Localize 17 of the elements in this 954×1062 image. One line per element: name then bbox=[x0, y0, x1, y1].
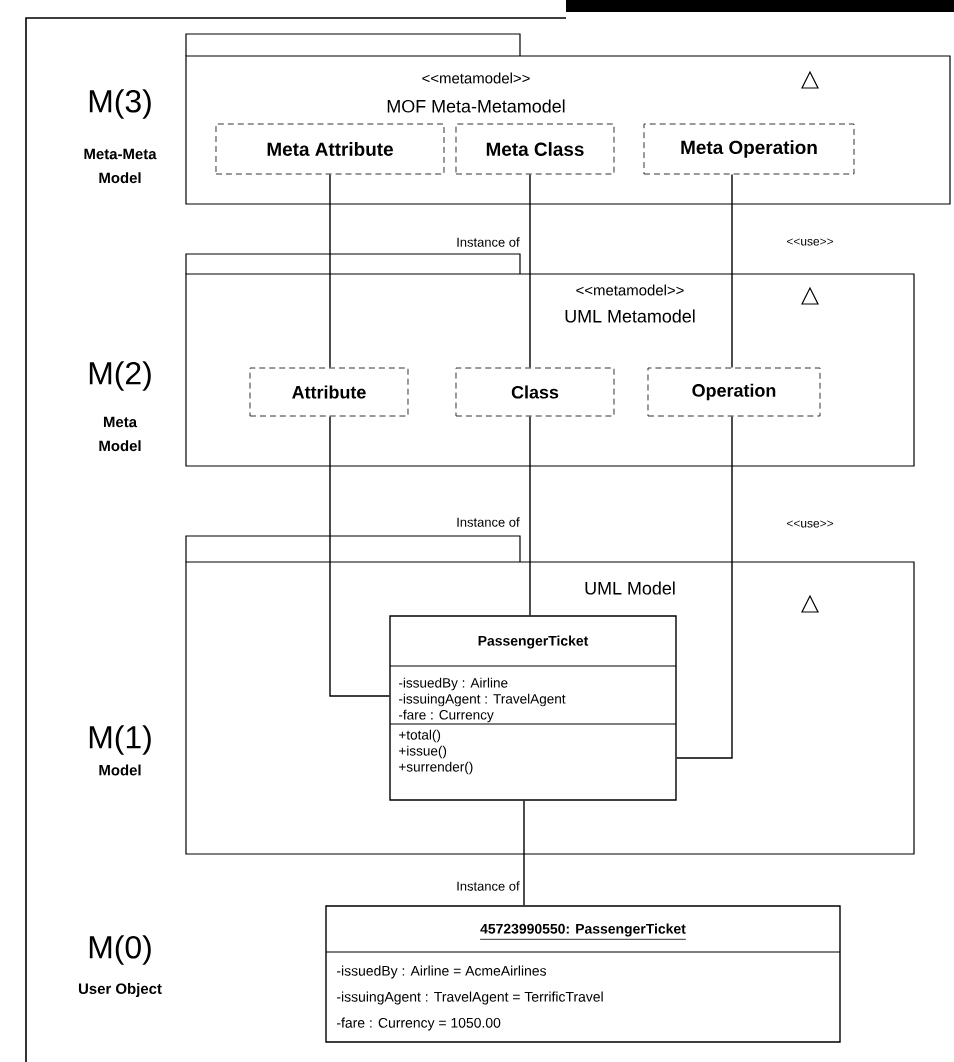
class-box: Meta Operation bbox=[643, 123, 855, 175]
level-label: M(0) bbox=[89, 935, 151, 965]
level-label: M(3) bbox=[89, 89, 151, 119]
class-box: Meta Class bbox=[455, 123, 615, 175]
connector-line bbox=[529, 415, 531, 616]
level-label: M(2) bbox=[89, 361, 151, 391]
level-label: M(1) bbox=[89, 725, 151, 755]
class-box: Attribute bbox=[249, 367, 409, 417]
class-box: Operation bbox=[647, 367, 821, 417]
connector-line bbox=[523, 800, 525, 906]
connector-line bbox=[529, 173, 531, 369]
connector-line bbox=[676, 415, 733, 759]
class-box: Meta Attribute bbox=[215, 123, 445, 175]
class-box: Class bbox=[455, 367, 615, 417]
connector-line bbox=[329, 173, 331, 369]
connector-line bbox=[329, 415, 390, 697]
connector-line bbox=[731, 173, 733, 369]
